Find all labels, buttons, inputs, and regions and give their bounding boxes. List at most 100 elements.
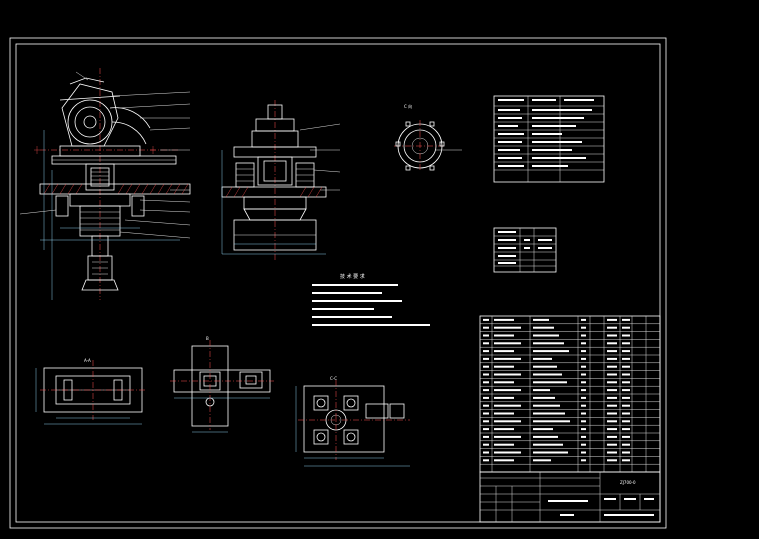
bom-cell [581,350,586,353]
bom-cell [607,342,617,345]
bom-cell [607,318,617,321]
bom-cell [622,412,630,415]
bom-cell [581,404,586,407]
small-table [493,227,557,273]
outer-frame [9,37,667,529]
bom-cell [483,318,489,321]
side-view [221,100,341,260]
bom-cell [533,357,552,360]
notes-title: 技 术 要 求 [340,273,365,280]
bom-cell [483,428,489,431]
bom-cell [494,412,514,415]
bom-cell [483,365,489,368]
drawing-code: ZJ700-0 [620,480,636,485]
param-table [493,95,605,183]
bom-cell [533,342,564,345]
bom-cell [607,381,617,384]
bom-cell [607,357,617,360]
bom-cell [607,396,617,399]
svg-text:B: B [206,336,209,341]
bom-cell [483,443,489,446]
bom-cell [494,381,514,384]
bom-cell [483,420,489,423]
bom-cell [581,420,586,423]
bom-cell [581,326,586,329]
detail-flange: C 向 [394,103,462,172]
bom-cell [483,342,489,345]
bom-cell [533,451,568,454]
bom-cell [494,389,521,392]
bom-cell [622,373,630,376]
bom-cell [533,412,565,415]
bom-cell [607,412,617,415]
bom-cell [607,389,617,392]
bom-cell [607,435,617,438]
svg-text:C-C: C-C [330,376,337,381]
bom-cell [581,451,586,454]
section-view-a: A-A [35,358,146,425]
bom-cell [581,443,586,446]
bom-cell [581,428,586,431]
bom-cell [581,381,586,384]
bom-cell [483,459,489,462]
bom-cell [494,420,521,423]
bom-cell [581,412,586,415]
bom-cell [483,381,489,384]
view-b: B [170,336,274,433]
bom-cell [622,318,630,321]
bom-cell [533,373,562,376]
bom-cell [581,365,586,368]
bom-cell [483,435,489,438]
bom-cell [607,326,617,329]
bom-cell [533,420,570,423]
bom-cell [483,389,489,392]
bom-cell [494,365,514,368]
bom-cell [494,459,514,462]
bom-cell [581,435,586,438]
bom-cell [607,365,617,368]
bom-cell [622,420,630,423]
bom-cell [581,459,586,462]
bom-cell [483,357,489,360]
bom-cell [622,404,630,407]
bom-cell [533,459,551,462]
bom-cell [494,326,521,329]
bom-cell [494,373,521,376]
bom-cell [581,373,586,376]
bom-cell [483,404,489,407]
bom-cell [533,381,567,384]
bom-cell [494,443,514,446]
bom-cell [533,326,554,329]
view-c: C-C [295,376,410,467]
bom-cell [581,357,586,360]
bom-cell [622,435,630,438]
bom-cell [483,412,489,415]
bom-cell [494,451,521,454]
bom-cell [494,396,514,399]
bom-cell [607,404,617,407]
bom-cell [494,334,514,337]
bom-cell [622,389,630,392]
svg-text:C 向: C 向 [404,103,412,109]
bom-cell [622,350,630,353]
bom-cell [494,357,521,360]
bom-cell [622,459,630,462]
bom-cell [494,435,521,438]
bom-cell [494,428,514,431]
bom-cell [533,428,553,431]
bom-cell [494,404,521,407]
bom-cell [622,326,630,329]
bom-cell [581,334,586,337]
bom-cell [483,396,489,399]
bom-cell [494,342,521,345]
bom-cell [607,373,617,376]
bom-cell [622,342,630,345]
bom-cell [483,326,489,329]
bom-cell [483,350,489,353]
bom-table [479,315,661,473]
inner-frame [15,43,661,523]
bom-cell [581,342,586,345]
bom-cell [533,404,560,407]
bom-cell [494,318,514,321]
bom-cell [607,420,617,423]
